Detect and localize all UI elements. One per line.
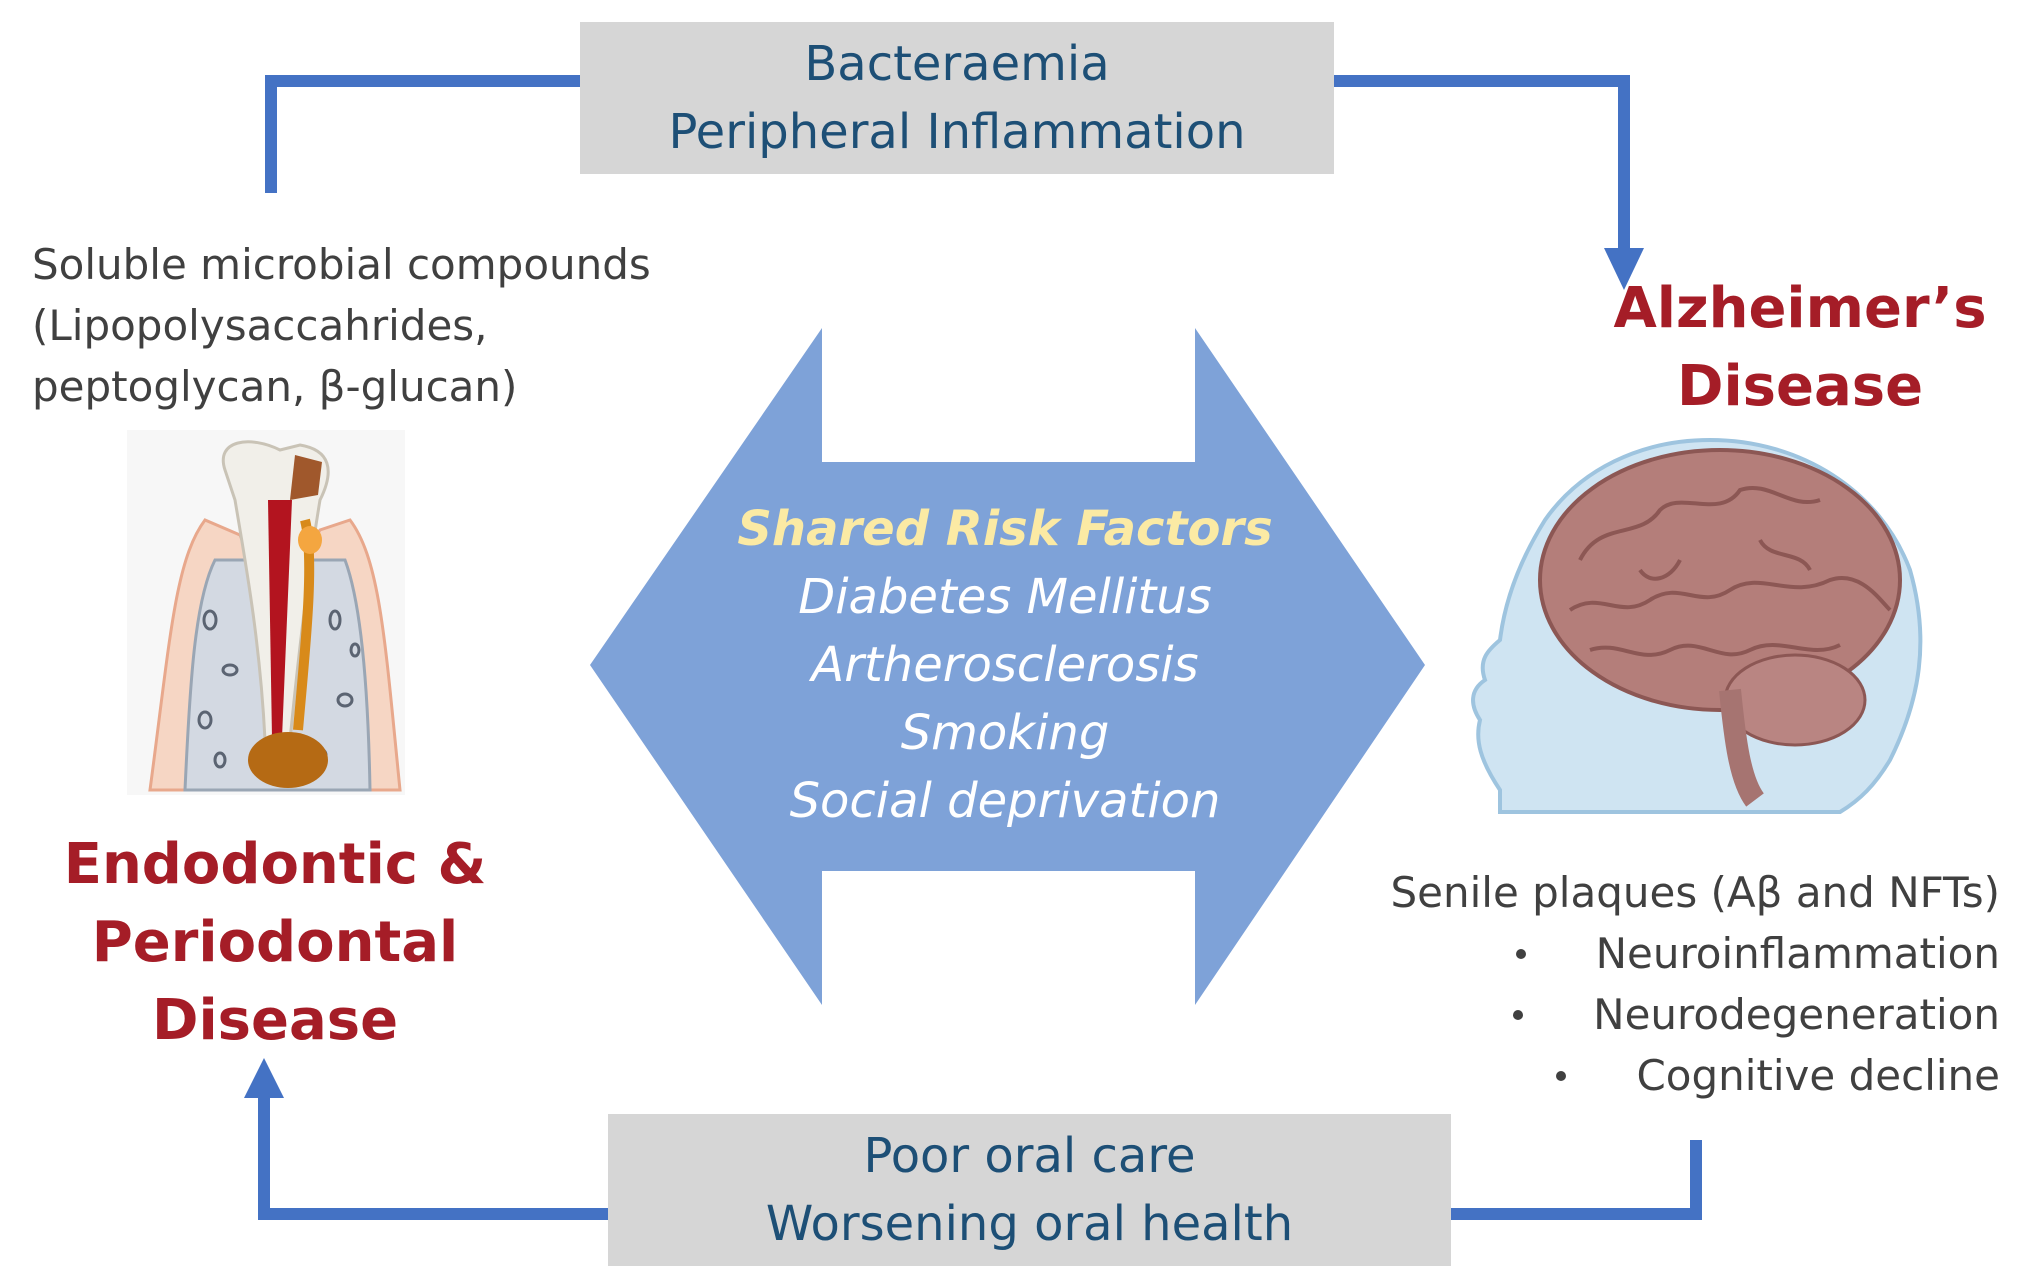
- bottom-box-line2: Worsening oral health: [765, 1196, 1294, 1252]
- arrowhead-to-alzheimers: [1604, 248, 1644, 290]
- top-box-line1: Bacteraemia: [804, 36, 1110, 92]
- top-box-line2: Peripheral Inflammation: [668, 104, 1246, 160]
- shared-risk-double-arrow: [590, 328, 1425, 1005]
- effects-heading: Senile plaques (Aβ and NFTs): [1390, 868, 2000, 917]
- bottom-pathway-box: Poor oral care Worsening oral health: [608, 1114, 1451, 1266]
- bullet-dot: [1513, 1009, 1524, 1020]
- bullet-dot: [1515, 948, 1526, 959]
- effects-item: Neurodegeneration: [1360, 984, 2000, 1045]
- connector-bottom-left: [258, 1095, 608, 1220]
- connector-top-right: [1333, 75, 1630, 250]
- left-title-line1: Endodontic &: [63, 832, 487, 897]
- left-title-line3: Disease: [151, 988, 399, 1053]
- right-title-line2: Disease: [1676, 354, 1924, 419]
- risk-factor-item: Artherosclerosis: [811, 637, 1199, 693]
- top-pathway-box: Bacteraemia Peripheral Inflammation: [580, 22, 1334, 174]
- shared-risk-factors: Shared Risk Factors Diabetes Mellitus Ar…: [700, 495, 1310, 835]
- bottom-box-line1: Poor oral care: [863, 1128, 1196, 1184]
- risk-factor-item: Smoking: [900, 705, 1110, 761]
- compounds-line3: peptoglycan, β-glucan): [32, 362, 518, 411]
- effects-item-label: Cognitive decline: [1636, 1051, 2000, 1100]
- left-title-line2: Periodontal: [91, 910, 459, 975]
- compounds-line2: (Lipopolysaccahrides,: [32, 301, 488, 350]
- compounds-line1: Soluble microbial compounds: [32, 240, 651, 289]
- tooth-illustration: [127, 430, 405, 795]
- effects-item: Cognitive decline: [1360, 1045, 2000, 1106]
- effects-item-label: Neuroinflammation: [1595, 929, 2000, 978]
- alzheimers-effects: Senile plaques (Aβ and NFTs) Neuroinflam…: [1360, 862, 2000, 1106]
- brain-head-illustration: [1471, 437, 1923, 814]
- risk-factor-item: Diabetes Mellitus: [798, 569, 1212, 625]
- connector-top-left: [265, 75, 580, 193]
- microbial-compounds-text: Soluble microbial compounds (Lipopolysac…: [32, 234, 651, 417]
- effects-item: Neuroinflammation: [1360, 923, 2000, 984]
- right-title-line1: Alzheimer’s: [1613, 276, 1987, 341]
- endodontic-periodontal-title: Endodontic & Periodontal Disease: [40, 826, 510, 1060]
- effects-item-label: Neurodegeneration: [1593, 990, 2000, 1039]
- connector-bottom-right: [1450, 1140, 1702, 1220]
- alzheimers-title: Alzheimer’s Disease: [1580, 270, 2020, 426]
- shared-risk-title: Shared Risk Factors: [737, 501, 1273, 557]
- bullet-dot: [1556, 1070, 1567, 1081]
- arrowhead-to-endodontic: [244, 1058, 284, 1098]
- risk-factor-item: Social deprivation: [789, 773, 1221, 829]
